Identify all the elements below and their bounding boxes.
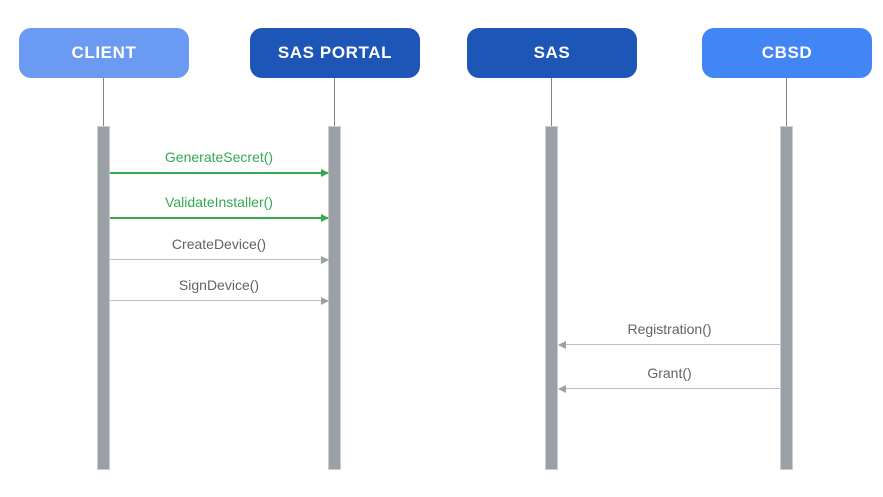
arrowhead-right-icon <box>321 214 329 222</box>
lifeline-client <box>103 78 104 126</box>
message-create-device: CreateDevice() <box>110 235 329 267</box>
activation-bar-sas-portal <box>328 126 341 470</box>
message-grant: Grant() <box>558 364 780 396</box>
arrowhead-left-icon <box>558 385 566 393</box>
message-label: Registration() <box>627 321 712 337</box>
actor-box-cbsd: CBSD <box>702 28 872 78</box>
message-arrow-line <box>110 172 328 174</box>
arrowhead-left-icon <box>558 341 566 349</box>
message-arrow-line <box>559 344 780 345</box>
message-sign-device: SignDevice() <box>110 276 329 308</box>
activation-bar-cbsd <box>780 126 793 470</box>
message-arrow-line <box>559 388 780 389</box>
message-label: CreateDevice() <box>171 236 267 252</box>
arrowhead-right-icon <box>321 169 329 177</box>
message-validate-installer: ValidateInstaller() <box>110 193 329 225</box>
message-label: SignDevice() <box>178 277 260 293</box>
lifeline-sas-portal <box>334 78 335 126</box>
actor-box-client: CLIENT <box>19 28 189 78</box>
actor-box-sas-portal: SAS PORTAL <box>250 28 420 78</box>
message-registration: Registration() <box>558 320 780 352</box>
arrowhead-right-icon <box>321 256 329 264</box>
message-label: ValidateInstaller() <box>165 194 273 210</box>
message-arrow-line <box>110 300 328 301</box>
message-label: GenerateSecret() <box>164 149 274 165</box>
message-label: Grant() <box>647 365 692 381</box>
lifeline-sas <box>551 78 552 126</box>
activation-bar-client <box>97 126 110 470</box>
activation-bar-sas <box>545 126 558 470</box>
message-generate-secret: GenerateSecret() <box>110 148 329 180</box>
message-arrow-line <box>110 217 328 219</box>
arrowhead-right-icon <box>321 297 329 305</box>
message-arrow-line <box>110 259 328 260</box>
lifeline-cbsd <box>786 78 787 126</box>
actor-box-sas: SAS <box>467 28 637 78</box>
